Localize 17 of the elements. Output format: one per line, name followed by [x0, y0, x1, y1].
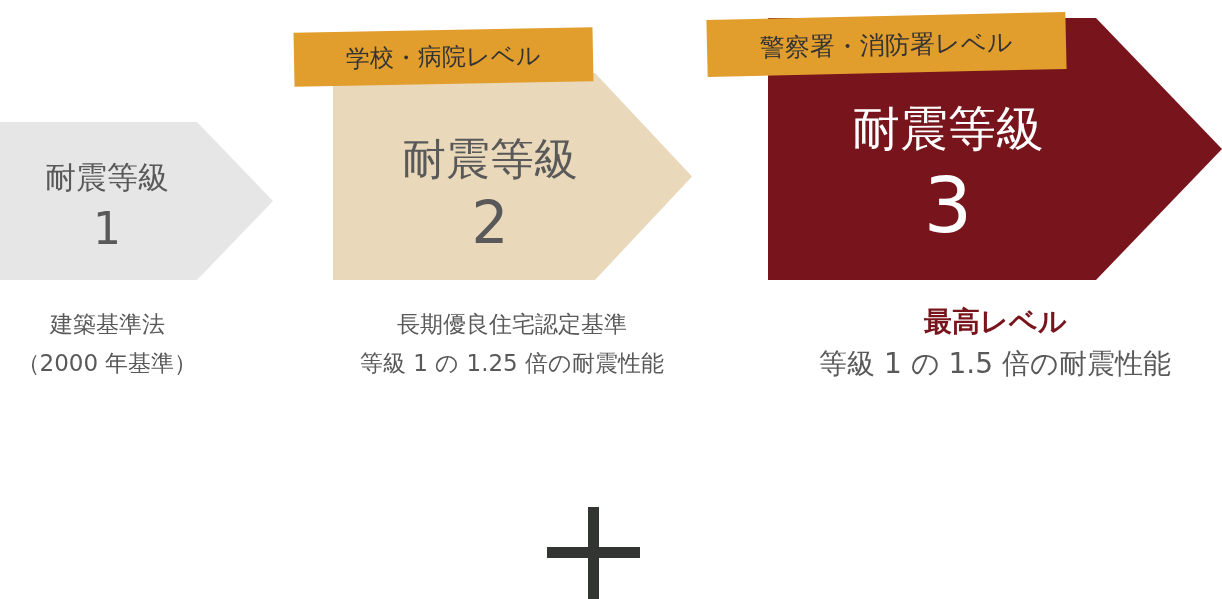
tag-text: 学校・病院レベル: [345, 43, 542, 71]
level-tag: [293, 27, 594, 87]
description-text: 等級 1 の 1.5 倍の耐震性能: [819, 348, 1171, 380]
grade-number: 3: [923, 168, 973, 244]
description-text: 長期優良住宅認定基準: [397, 312, 627, 338]
tag-text: 警察署・消防署レベル: [759, 29, 1014, 60]
chevron-arrow: [333, 73, 692, 280]
grade-heading: 耐震等級: [45, 161, 169, 193]
description-text: 等級 1 の 1.25 倍の耐震性能: [359, 351, 665, 377]
grade-number: 2: [471, 194, 509, 252]
grade-heading: 耐震等級: [402, 137, 578, 181]
grade-heading: 耐震等級: [852, 104, 1044, 152]
grade-number: 1: [93, 207, 121, 251]
description-text: （2000 年基準）: [16, 351, 198, 377]
description-text: 建築基準法: [49, 312, 165, 338]
highlight-text: 最高レベル: [923, 306, 1067, 338]
chevron-arrow: [0, 122, 273, 280]
